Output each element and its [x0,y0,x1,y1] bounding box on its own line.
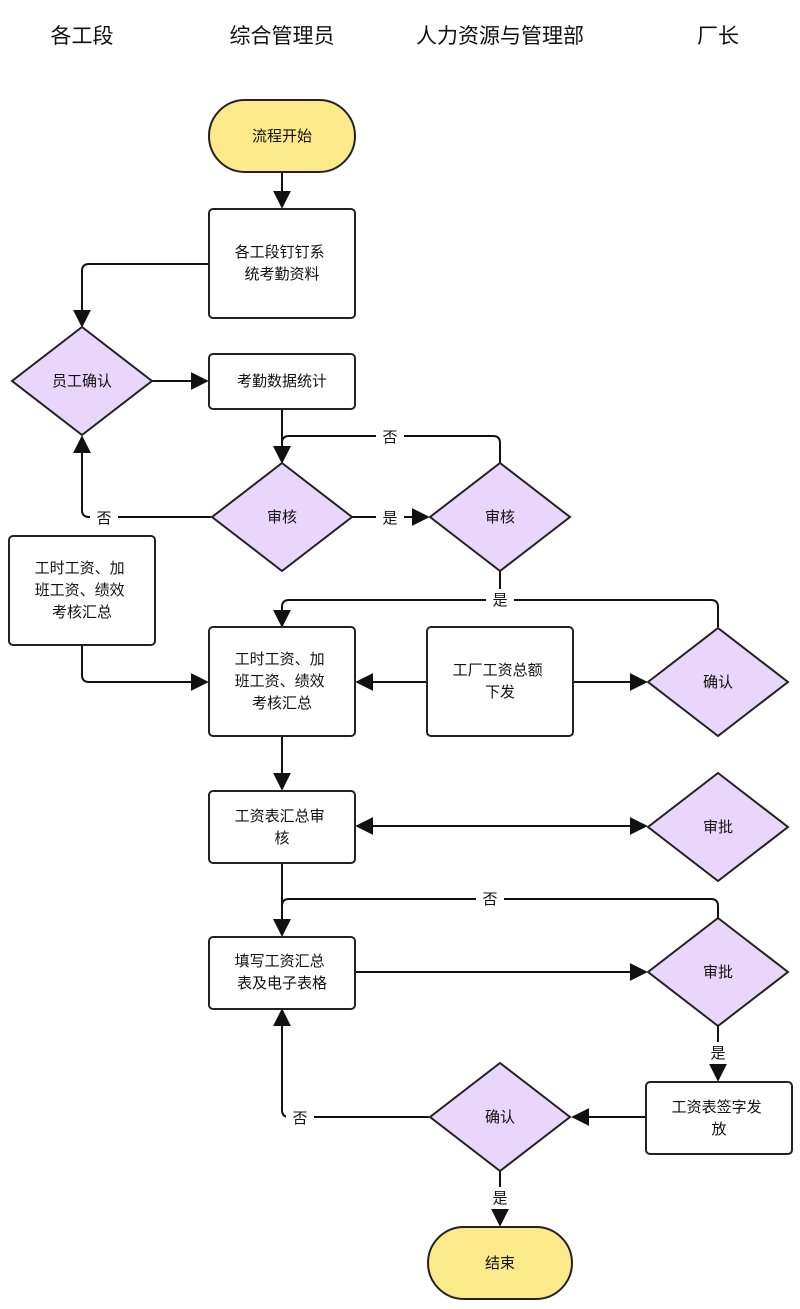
sign-process[interactable] [645,1081,793,1155]
confirm3-decision[interactable] [428,1061,572,1173]
stats-label: 考勤数据统计 [237,372,327,390]
end-label: 结束 [485,1254,515,1272]
approve2-label: 审批 [703,963,733,981]
edge-labels: 否 否 是 是 否 是 否 是 [90,425,732,1209]
edge-review1-confirm1 [73,435,211,518]
end-terminal[interactable] [427,1226,573,1300]
edges [73,172,727,1227]
node-labels: 流程开始 各工段钉钉系 统考勤资料 员工确认 考勤数据统计 审核 审核 工时工资… [35,127,767,1272]
collect-process[interactable] [208,208,356,319]
issue-process[interactable] [426,626,574,737]
approve1-label: 审批 [703,818,733,836]
edge-label-yes-confirm3: 是 [492,1189,507,1207]
review1-label: 审核 [267,508,297,526]
fill-process[interactable] [208,936,356,1010]
approve2-decision[interactable] [646,916,790,1028]
edge-label-no-approve2: 否 [482,890,497,908]
confirm2-decision[interactable] [646,626,790,738]
review2-label: 审核 [485,508,515,526]
fill-label: 填写工资汇总 表及电子表格 [235,952,330,992]
confirm2-label: 确认 [703,673,733,691]
stats-process[interactable] [208,353,356,410]
sheet-review-label: 工资表汇总审 核 [235,807,330,847]
lane-titles: 各工段 综合管理员 人力资源与管理部 厂长 [51,24,740,48]
edge-left-summary [81,645,209,691]
left-summary-label: 工时工资、加 班工资、绩效 考核汇总 [35,559,130,621]
collect-label: 各工段钉钉系 统考勤资料 [235,243,330,283]
confirm3-label: 确认 [485,1108,515,1126]
issue-label: 工厂工资总额 下发 [453,661,548,701]
lane-title-hr: 人力资源与管理部 [416,24,584,48]
lane-title-sections: 各工段 [51,24,114,48]
confirm1-decision[interactable] [10,325,154,437]
sign-label: 工资表签字发 放 [672,1098,767,1138]
approve1-decision[interactable] [646,771,790,883]
edge-label-yes-approve2: 是 [710,1044,725,1062]
lane-title-admin: 综合管理员 [230,24,335,48]
summary-label: 工时工资、加 班工资、绩效 考核汇总 [235,650,330,712]
edge-collect-confirm1 [73,263,209,328]
lane-title-director: 厂长 [697,24,739,48]
sheet-review-process[interactable] [208,790,356,864]
review2-decision[interactable] [428,461,572,573]
edge-label-no-confirm3: 否 [292,1109,307,1127]
edge-confirm3-fill [273,1008,429,1118]
edge-label-yes-review2: 是 [492,591,507,609]
edge-label-yes-review1: 是 [382,509,397,527]
start-terminal[interactable] [208,99,356,173]
summary-process[interactable] [208,626,356,737]
confirm1-label: 员工确认 [52,372,112,390]
nodes [8,99,793,1300]
edge-label-no-review1: 否 [96,509,111,527]
left-summary-process[interactable] [8,535,156,646]
review1-decision[interactable] [210,461,354,573]
edge-label-no-review2: 否 [382,428,397,446]
start-label: 流程开始 [252,127,312,145]
